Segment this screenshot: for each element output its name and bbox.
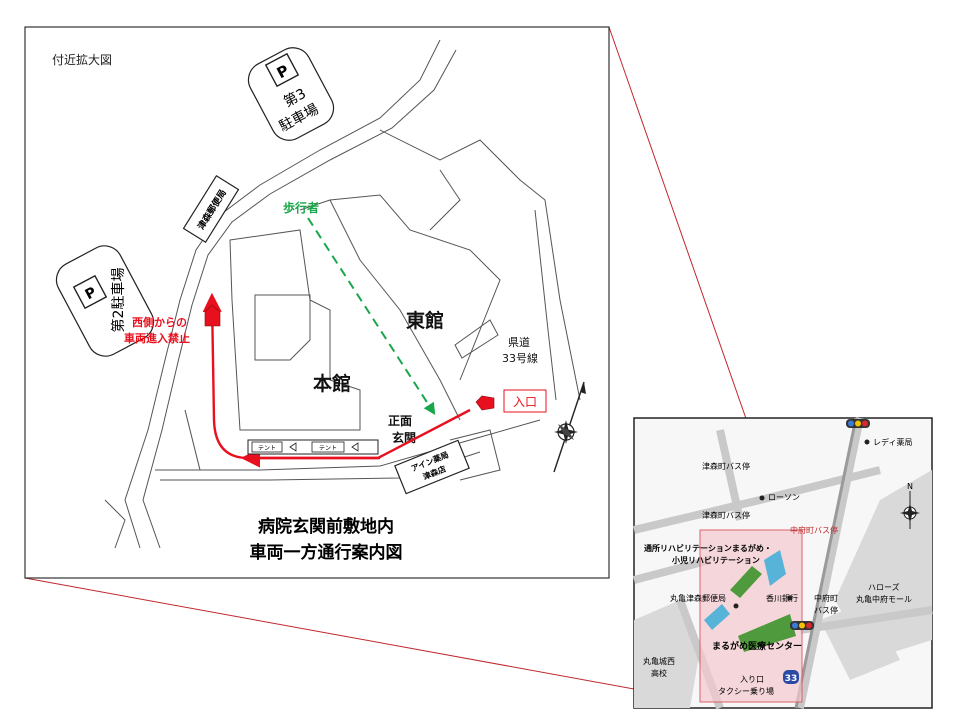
parking-blue-1 — [704, 604, 730, 630]
inset-roads — [632, 417, 933, 710]
route-label-line1: 県道 — [508, 335, 530, 349]
front-entrance-line1: 正面 — [388, 414, 412, 428]
lawson-label: ローソン — [768, 493, 800, 502]
nakafu-bus-stop-label: 中府町バス停 — [790, 525, 838, 535]
parking-blue-2 — [764, 550, 786, 586]
traffic-light-icon — [846, 419, 870, 428]
building-green-1 — [730, 566, 762, 598]
bus-stop-icon — [733, 603, 739, 609]
main-map: 付近拡大図 P 第3 駐車場 津森郵便局 P 第2駐車場 歩 — [24, 26, 610, 579]
harose-line2: 丸亀中府モール — [856, 594, 912, 604]
parking-icon — [72, 274, 108, 310]
rehab-line1: 通所リハビリテーションまるがめ・ — [644, 543, 772, 553]
harose-line1: ハローズ — [868, 582, 900, 592]
route-shield-icon: 33 — [783, 670, 799, 684]
school-line2: 高校 — [651, 668, 667, 678]
compass-n: N — [907, 482, 913, 491]
bus-stop-top-label: 津森町バス停 — [702, 461, 750, 471]
lady-pharmacy-label: レディ薬局 — [873, 437, 912, 447]
traffic-light-icon — [790, 621, 814, 630]
route-label-line2: 33号線 — [502, 351, 538, 365]
school-line1: 丸亀城西 — [643, 656, 675, 666]
inset-entrance-line2: タクシー乗り場 — [718, 686, 774, 696]
tent-strip: テント テント — [247, 439, 379, 455]
main-building-label: 本館 — [313, 372, 351, 395]
no-entry-line2: 車両進入禁止 — [124, 331, 190, 345]
parking-icon — [264, 52, 300, 88]
inset-map: レディ薬局 津森町バス停 ローソン 津森町バス停 中府町バス停 通所リハビリテー… — [632, 417, 933, 710]
rehab-line2: 小児リハビリテーション — [671, 555, 760, 565]
entrance-label: 入口 — [513, 395, 537, 409]
map-title-line2: 車両一方通行案内図 — [250, 542, 403, 563]
bus-stop-icon — [864, 439, 870, 445]
inset-entrance-line1: 入り口 — [740, 675, 764, 684]
building-green-2 — [738, 614, 796, 652]
route-number: 33 — [785, 674, 798, 684]
bus-stop-icon — [759, 495, 765, 501]
route-33 — [794, 417, 858, 709]
compass-icon — [553, 381, 586, 473]
pedestrian-path — [307, 217, 436, 416]
bank-label: 香川銀行 — [766, 593, 798, 603]
front-entrance-line2: 玄関 — [392, 430, 416, 445]
parking2-line1: 第2駐車場 — [110, 268, 127, 333]
entrance-marker: 入口 — [475, 389, 547, 413]
zoom-connector-bottom — [24, 577, 701, 702]
parking3-sign: P 第3 駐車場 — [247, 47, 335, 141]
tent2-label: テント — [319, 445, 337, 452]
block-school — [634, 600, 700, 708]
tent1-label: テント — [258, 445, 276, 452]
inset-post-office-label: 丸亀津森郵便局 — [670, 593, 726, 603]
nakafu-bus2-line1: 中府町 — [814, 593, 838, 603]
no-entry-marker — [204, 304, 221, 327]
map-title-line1: 病院玄関前敷地内 — [258, 516, 394, 537]
parking2-sign: P 第2駐車場 — [55, 245, 155, 357]
corner-label: 付近拡大図 — [52, 53, 112, 67]
bus-stop-left-label: 津森町バス停 — [702, 510, 750, 520]
compass-icon: N — [900, 482, 920, 529]
pedestrian-label: 歩行者 — [283, 200, 319, 215]
east-building-label: 東館 — [406, 309, 444, 332]
nakafu-bus2-line2: バス停 — [814, 605, 838, 615]
bus-stop-icon — [787, 595, 793, 601]
center-label: まるがめ医療センター — [712, 640, 802, 652]
no-entry-line1: 西側からの — [132, 315, 187, 329]
